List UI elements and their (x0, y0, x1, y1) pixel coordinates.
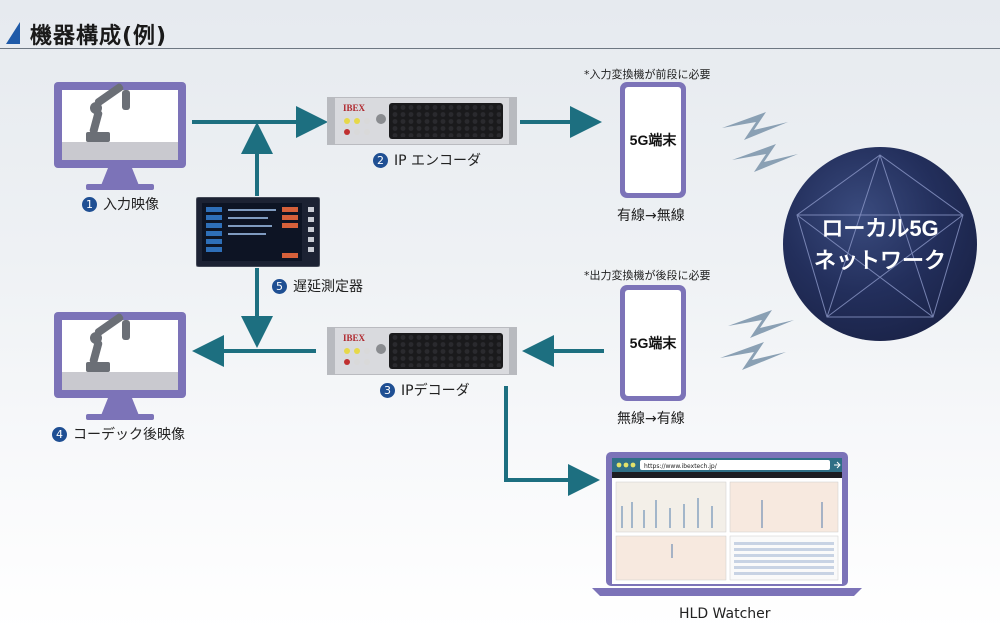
arrow-decoder-to-watcher (504, 386, 600, 496)
badge-5: 5 (272, 279, 287, 294)
latency-meter-device (196, 197, 320, 267)
local-5g-network-globe: ローカル5G ネットワーク (783, 147, 977, 341)
network-label: ローカル5G ネットワーク (783, 213, 977, 277)
title-divider (0, 48, 1000, 49)
terminal-label-bottom: 5G端末 (625, 290, 681, 396)
page-title: 機器構成(例) (30, 24, 168, 49)
badge-2: 2 (373, 153, 388, 168)
note-output-converter: *出力変換機が後段に必要 (584, 269, 711, 282)
lightning-icon-1 (722, 112, 788, 140)
note-input-converter: *入力変換機が前段に必要 (584, 68, 711, 81)
browser-url: https://www.ibextech.jp/ (644, 463, 718, 470)
network-mesh-icon (796, 154, 964, 318)
codec-monitor-icon (54, 312, 186, 420)
terminal-label-top: 5G端末 (625, 87, 681, 193)
wireless-to-wired-label: 無線→有線 (617, 411, 685, 427)
lightning-icon-3 (728, 310, 794, 338)
input-monitor-icon (54, 82, 186, 190)
hld-watcher-laptop: https://www.ibextech.jp/ (592, 452, 862, 596)
5g-terminal-top: 5G端末 (620, 82, 686, 198)
ip-encoder-device: IBEX (327, 97, 517, 145)
svg-text:IBEX: IBEX (343, 103, 366, 113)
lightning-icon-4 (720, 342, 786, 370)
title-accent (6, 22, 20, 44)
network-label-line1: ローカル5G (821, 216, 939, 241)
hld-watcher-label: HLD Watcher (679, 606, 771, 622)
wired-to-wireless-label: 有線→無線 (617, 208, 685, 224)
ip-decoder-device: IBEX (327, 327, 517, 375)
badge-3: 3 (380, 383, 395, 398)
5g-terminal-bottom: 5G端末 (620, 285, 686, 401)
lightning-icons (720, 112, 798, 370)
lightning-icon-2 (732, 144, 798, 172)
badge-4: 4 (52, 427, 67, 442)
svg-text:IBEX: IBEX (343, 333, 366, 343)
badge-1: 1 (82, 197, 97, 212)
network-label-line2: ネットワーク (813, 248, 946, 273)
